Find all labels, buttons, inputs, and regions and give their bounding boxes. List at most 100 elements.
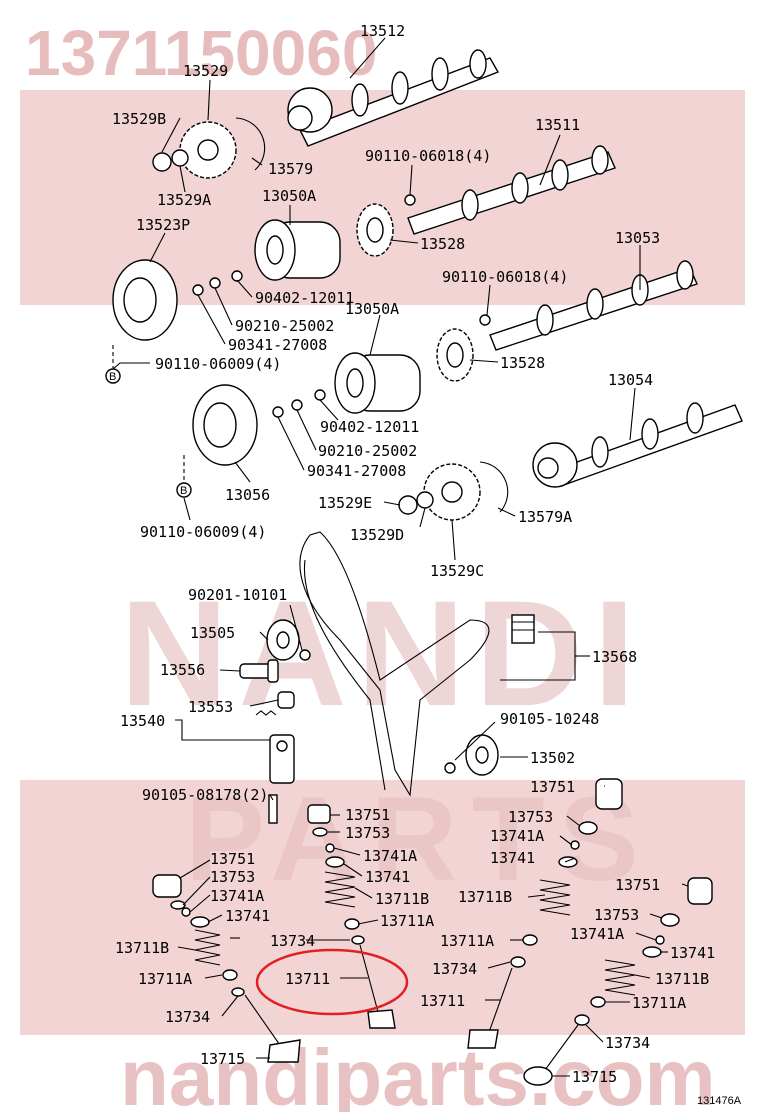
label-13741a-far-right: 13741A: [570, 925, 624, 943]
label-13529c: 13529C: [430, 562, 484, 580]
seat-13711a-far-right: [590, 996, 606, 1008]
label-90402-12011-upper: 90402-12011: [255, 289, 354, 307]
bolt-90402-upper: [231, 270, 243, 282]
shim-13753-right: [578, 821, 598, 835]
label-13751-center: 13751: [345, 806, 390, 824]
idler-13505: [266, 619, 300, 661]
pulley-13056: [192, 384, 258, 466]
figure-code: 131476A: [697, 1095, 742, 1107]
label-13568: 13568: [592, 648, 637, 666]
label-13511: 13511: [535, 116, 580, 134]
label-13751-far-right: 13751: [615, 876, 660, 894]
label-90110-06018-upper: 90110-06018(4): [365, 147, 491, 165]
label-13529b: 13529B: [112, 110, 166, 128]
bolt-90110-06018-upper: [404, 194, 416, 206]
ring-13529e: [398, 495, 418, 515]
valve-13711-center: [359, 944, 396, 1029]
label-90210-25002-lower: 90210-25002: [318, 442, 417, 460]
label-13540: 13540: [120, 712, 165, 730]
valve-13715-left: [244, 994, 301, 1063]
label-13711b-center: 13711B: [375, 890, 429, 908]
timing-belt-13568: [299, 531, 490, 797]
keeper-13741a-far-right: [655, 935, 665, 945]
spring-13711b-right: [539, 879, 571, 916]
label-13579a: 13579A: [518, 508, 572, 526]
valve-13715-far-right: [523, 1024, 579, 1086]
label-13711-right: 13711: [420, 992, 465, 1010]
seat-13711a-right: [522, 934, 538, 946]
svg-text:B: B: [180, 485, 187, 497]
label-13711a-left: 13711A: [138, 970, 192, 988]
shim-13753-left: [170, 900, 186, 910]
washer-90210-lower: [291, 399, 303, 411]
keeper-13741a-right: [570, 840, 580, 850]
label-13529e: 13529E: [318, 494, 372, 512]
label-13529d: 13529D: [350, 526, 404, 544]
label-13741a-right: 13741A: [490, 827, 544, 845]
belt-piece-13568: [511, 614, 535, 644]
vvt-unit-13050a-lower: [334, 352, 421, 414]
label-13741a-left: 13741A: [210, 887, 264, 905]
svg-text:B: B: [109, 371, 116, 383]
label-13529a: 13529A: [157, 191, 211, 209]
retainer-13741-far-right: [642, 946, 662, 958]
washer-90341-upper: [192, 284, 204, 296]
shim-13753-center: [312, 827, 328, 837]
keeper-13741a-center: [325, 843, 335, 853]
seat-13711a-center: [344, 918, 360, 930]
marker-b-lower: [176, 482, 192, 498]
label-13502: 13502: [530, 749, 575, 767]
valve-13711-right: [467, 967, 513, 1049]
label-90341-27008-lower: 90341-27008: [307, 462, 406, 480]
snap-ring-13579a: [479, 461, 509, 513]
camshaft-13511: [407, 145, 616, 235]
bolt-90201: [299, 649, 311, 661]
label-13579: 13579: [268, 160, 313, 178]
label-13050a-lower: 13050A: [345, 300, 399, 318]
label-13751-left: 13751: [210, 850, 255, 868]
label-13734-right: 13734: [432, 960, 477, 978]
spring-13711b-center: [324, 871, 356, 908]
bolt-90110-06018-lower: [479, 314, 491, 326]
label-13056: 13056: [225, 486, 270, 504]
label-13529: 13529: [183, 62, 228, 80]
seal-13734-center: [351, 935, 365, 945]
camshaft-13054: [532, 402, 743, 488]
pulley-13523p: [112, 259, 178, 341]
camshaft-13512: [287, 49, 500, 147]
lifter-13751-center: [307, 804, 331, 824]
keeper-13741a-left: [181, 907, 191, 917]
label-90105-08178: 90105-08178(2): [142, 786, 268, 804]
shim-13753-far-right: [660, 913, 680, 927]
lifter-13751-right: [595, 778, 623, 810]
label-13553: 13553: [188, 698, 233, 716]
label-13528-lower: 13528: [500, 354, 545, 372]
washer-90341-lower: [272, 406, 284, 418]
plate-13529A: [171, 149, 189, 167]
retainer-13741-center: [325, 856, 345, 868]
vvt-unit-13050a-upper: [254, 219, 341, 281]
seal-13734-right: [510, 956, 526, 968]
label-90402-12011-lower: 90402-12011: [320, 418, 419, 436]
label-13751-right: 13751: [530, 778, 575, 796]
plate-13529d: [416, 491, 434, 509]
label-13741a-center: 13741A: [363, 847, 417, 865]
spring-13711b-left: [194, 929, 221, 966]
label-13741-far-right: 13741: [670, 944, 715, 962]
label-90210-25002-upper: 90210-25002: [235, 317, 334, 335]
label-13753-left: 13753: [210, 868, 255, 886]
label-13505: 13505: [190, 624, 235, 642]
seal-13734-far-right: [574, 1014, 590, 1026]
label-13741-center: 13741: [365, 868, 410, 886]
label-13711b-left: 13711B: [115, 939, 169, 957]
label-13711a-right: 13711A: [440, 932, 494, 950]
label-90105-10248: 90105-10248: [500, 710, 599, 728]
spring-13711b-far-right: [604, 959, 636, 996]
bolt-90402-lower: [314, 389, 326, 401]
watermark-part-number: 1371150060: [25, 17, 377, 89]
label-13050a-upper: 13050A: [262, 187, 316, 205]
highlight-circle: [255, 948, 409, 1016]
bracket-13540: [269, 734, 295, 784]
gear-13528-lower: [436, 328, 474, 382]
